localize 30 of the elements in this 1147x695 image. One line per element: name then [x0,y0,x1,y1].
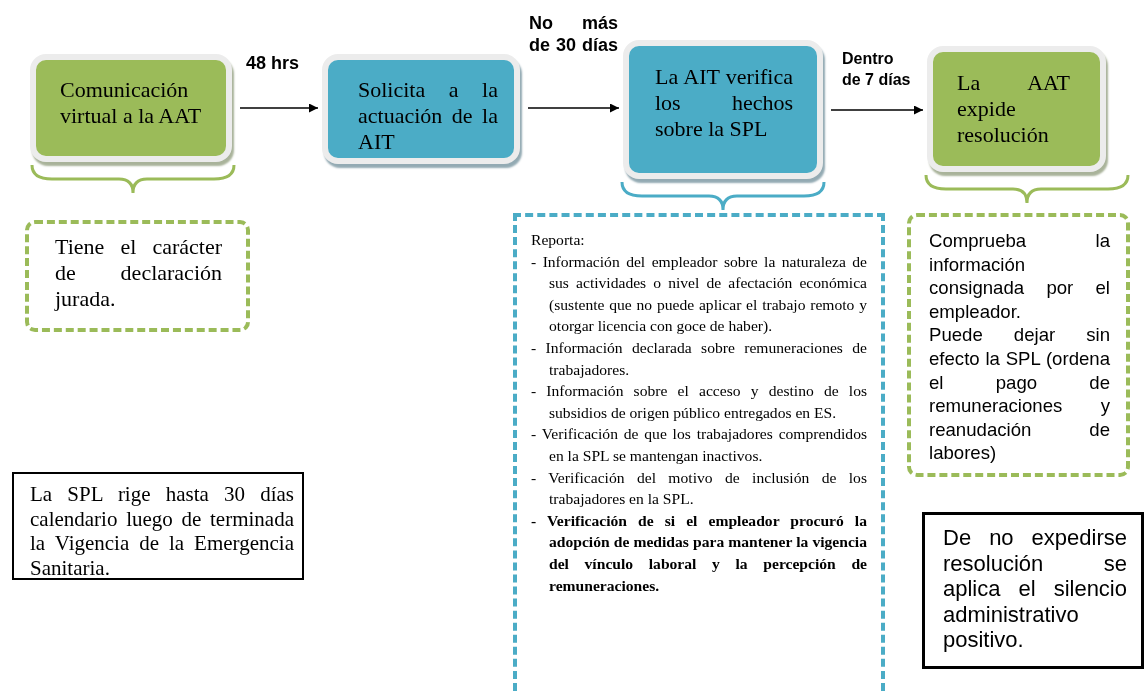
note-box [12,472,304,580]
node-text: Solicita a la actuación de la AIT [358,77,498,155]
process-box [322,54,520,164]
node-text: De no expedirse resolución se aplica el silencio administrativo positivo. [943,525,1127,653]
process-box [623,40,823,179]
list-item: - Verificación de si el empleador procuró la adopción de medidas para mantener la vigencia del vínculo laboral y la percepción de remuneraciones. [531,510,867,596]
list-item: - Verificación de que los trabajadores comprendidos en la SPL se mantengan inactivos. [531,424,867,466]
node-text: La SPL rige hasta 30 días calendario luego de terminada la Vigencia de la Emergencia Sanitaria. [30,482,294,580]
list-item: - Información declarada sobre remuneraciones de trabajadores. [531,337,867,380]
note-box [922,512,1144,669]
edge-label: 48 hrs [246,52,301,74]
list-item: - Información sobre el acceso y destino de los subsidios de origen público entregados en ES. [531,381,867,423]
edge-label: No más de 30 días [529,12,618,56]
node-text: Comprueba la información consignada por el empleador. [929,229,1110,324]
list-heading: Reporta: [531,230,586,250]
node-text: Tiene el carácter de declaración jurada. [55,234,222,312]
node-text: La AAT expide resolución [957,70,1070,148]
list-item: - Verificación del motivo de inclusión de los trabajadores en la SPL. [531,467,867,510]
note-box [25,220,250,332]
arrow [527,103,620,113]
list-item: - Información del empleador sobre la naturaleza de sus actividades o nivel de afectación económica (sustente que no puede aplicar el trabajo remoto y otorgar licencia con goce de haber). [531,251,867,337]
process-box [30,54,232,162]
edge-label: Dentro de 7 días [842,49,912,90]
node-text: Puede dejar sin efecto la SPL (ordena el pago de remuneraciones y reanudación de labores) [929,323,1110,465]
node-text: Comunicación virtual a la AAT [60,77,203,129]
arrow [830,105,924,115]
node-text: La AIT verifica los hechos sobre la SPL [655,64,793,142]
note-box [907,213,1130,477]
process-box [927,46,1106,172]
arrow [239,103,319,113]
